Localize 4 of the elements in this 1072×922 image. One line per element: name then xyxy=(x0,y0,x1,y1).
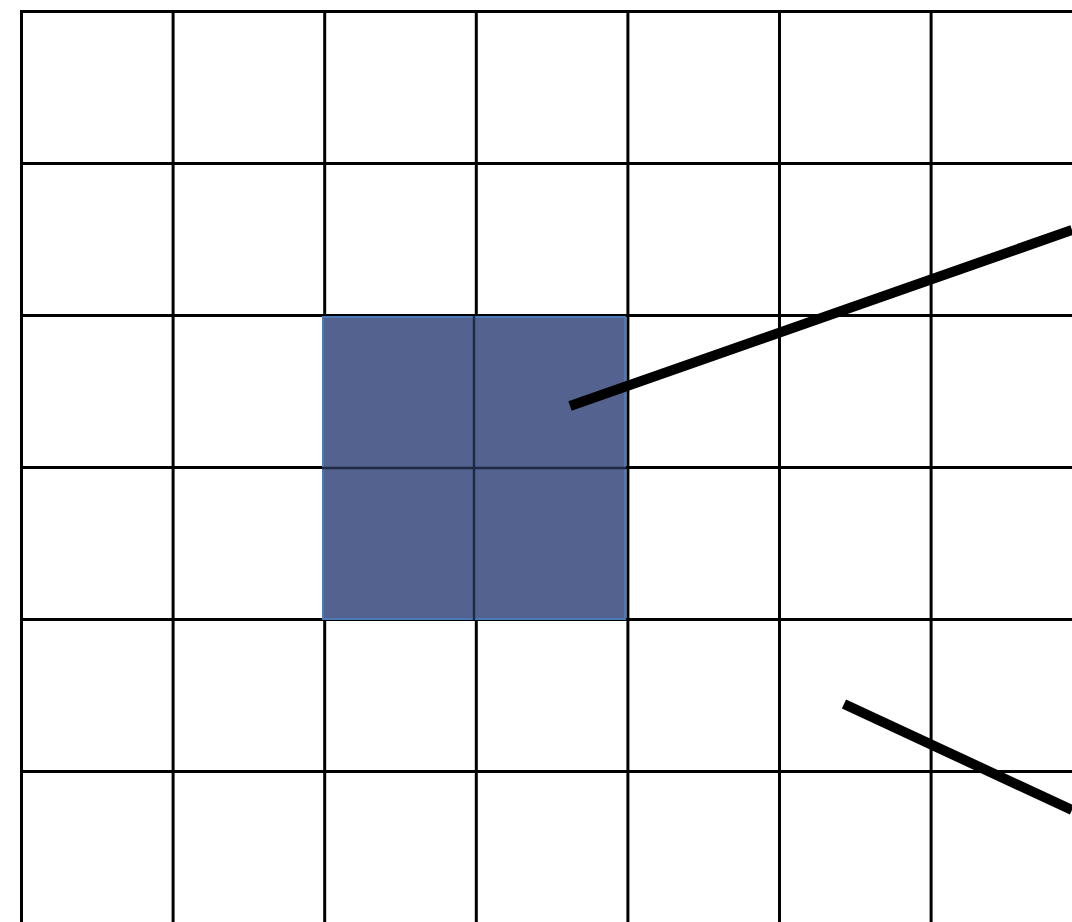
leader-line xyxy=(568,225,1072,411)
highlighted-square xyxy=(322,316,626,620)
grid xyxy=(20,10,1072,922)
leader-line xyxy=(841,699,1072,815)
